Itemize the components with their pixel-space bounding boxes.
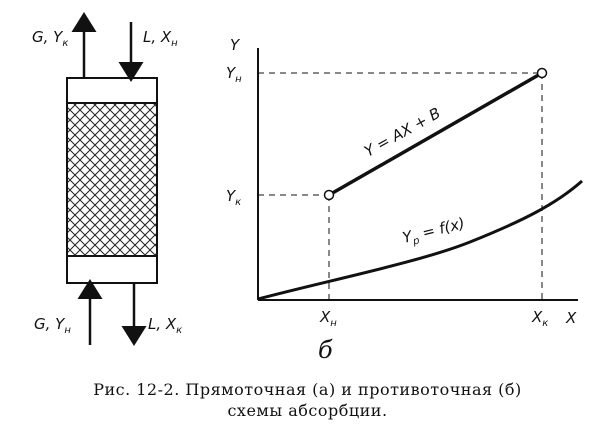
y-axis-label: Y xyxy=(230,36,241,54)
x-axis-label: X xyxy=(565,309,577,327)
tick-y-low: Yк xyxy=(226,187,241,208)
label-bottom-right: L, Xк xyxy=(148,315,182,336)
point-end xyxy=(536,67,548,79)
label-top-right: L, Xн xyxy=(143,28,178,49)
label-top-left: G, Yк xyxy=(32,28,68,49)
tick-y-high: Yн xyxy=(226,64,242,85)
absorption-figure: G, Yк L, Xн G, Yн L, Xк Y X Yн Yк Xн Xк … xyxy=(32,12,583,346)
tick-x-high: Xк xyxy=(531,308,548,329)
absorption-column: G, Yк L, Xн G, Yн L, Xк xyxy=(32,12,182,346)
packing-section xyxy=(66,102,158,257)
operating-line xyxy=(328,71,543,197)
equilibrium-curve xyxy=(257,179,583,301)
point-start xyxy=(323,189,335,201)
label-bottom-left: G, Yн xyxy=(34,315,71,336)
panel-letter: б xyxy=(318,336,333,364)
caption-line-1: Рис. 12-2. Прямоточная (а) и противоточн… xyxy=(93,380,522,399)
yx-graph: Y X Yн Yк Xн Xк Y = AX + B Yр = f(x) xyxy=(226,36,583,329)
equilibrium-equation: Yр = f(x) xyxy=(401,214,468,250)
caption-line-2: схемы абсорбции. xyxy=(227,401,388,420)
tick-x-low: Xн xyxy=(319,308,337,329)
